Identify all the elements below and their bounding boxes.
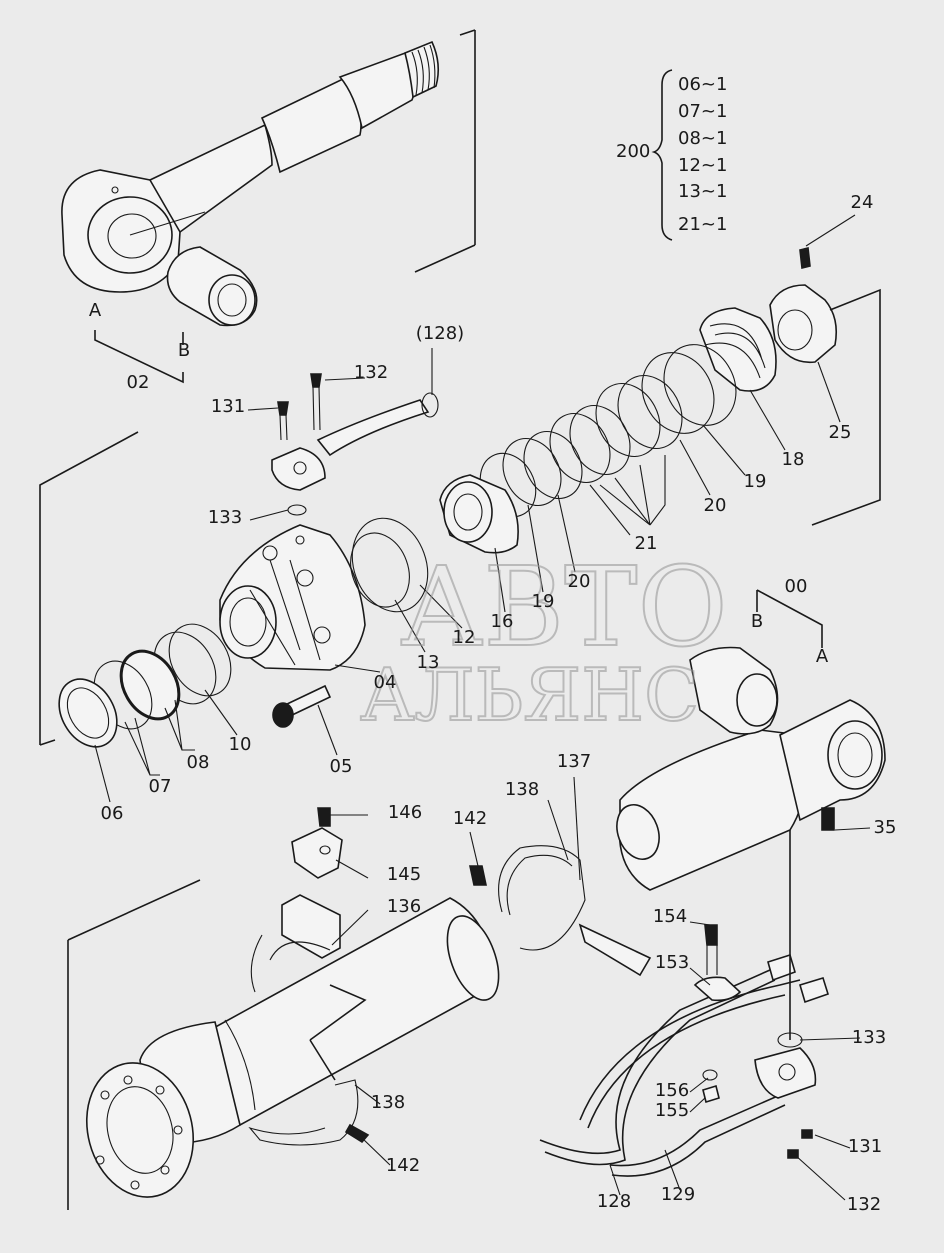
part-label-12: 12 [453,627,476,648]
part-label-35: 35 [874,817,897,838]
part-label-142: 142 [453,808,487,829]
kit-item: 08~1 [678,128,727,149]
snap-ring-set [350,517,429,613]
kit-list: 200 06~1 07~1 08~1 12~1 13~1 21~1 [616,74,727,235]
part-label-16: 16 [491,611,514,632]
part-label-13: 13 [417,652,440,673]
cushion-bushing [439,474,519,554]
leader-lines [94,214,871,1201]
part-label-20: 20 [704,495,727,516]
kit-bracket [651,69,673,241]
hydraulic-hoses [539,924,829,1177]
kit-item: 21~1 [678,214,727,235]
part-label-A: A [816,646,829,667]
part-label-B: B [178,340,190,361]
hose-clamp-band [469,845,652,977]
part-label-10: 10 [229,734,252,755]
piston-nut [769,247,838,364]
part-label-00: 00 [785,576,808,597]
watermark: АВТО АЛЬЯНС [359,542,729,738]
part-label-138: 138 [505,779,539,800]
part-label-08: 08 [187,752,210,773]
watermark-line-1: АВТО [400,543,728,671]
kit-item: 12~1 [678,155,727,176]
part-label-19: 19 [532,591,555,612]
part-label-04: 04 [374,672,397,693]
part-label-129: 129 [661,1184,695,1205]
head-bolt [272,684,332,728]
rod-bushing [166,246,258,327]
part-label-24: 24 [851,192,874,213]
part-label-154: 154 [653,906,687,927]
cylinder-tube [85,897,500,1198]
part-label-142: 142 [386,1155,420,1176]
part-label-18: 18 [782,449,805,470]
kit-number: 200 [616,141,650,162]
part-label-128: 128 [597,1191,631,1212]
part-label-132: 132 [354,362,388,383]
watermark-line-2: АЛЬЯНС [360,653,699,737]
piston [699,307,777,392]
part-label-A: A [89,300,102,321]
part-label-06: 06 [101,803,124,824]
part-label-07: 07 [149,776,172,797]
part-label-B: B [751,611,763,632]
part-label-156: 156 [655,1080,689,1101]
kit-item: 07~1 [678,101,727,122]
kit-item: 13~1 [678,181,727,202]
part-label-153: 153 [655,952,689,973]
cylinder-bottom [616,646,886,891]
part-label-19: 19 [744,471,767,492]
head-seals [58,623,232,748]
part-label-05: 05 [330,756,353,777]
part-label-131: 131 [848,1136,882,1157]
cylinder-head [219,524,366,671]
kit-item: 06~1 [678,74,727,95]
part-label-21: 21 [635,533,658,554]
part-label-145: 145 [387,864,421,885]
pipe-flange-upper [271,373,439,516]
part-labels: 242518192021201916121304051008070602AB(1… [89,192,897,1215]
part-label-155: 155 [655,1100,689,1121]
part-label-25: 25 [829,422,852,443]
part-label-146: 146 [388,802,422,823]
rod-thread [404,40,440,99]
part-label-128: (128) [416,323,464,344]
part-label-20: 20 [568,571,591,592]
part-label-138: 138 [371,1092,405,1113]
part-label-137: 137 [557,751,591,772]
part-label-132: 132 [847,1194,881,1215]
part-label-131: 131 [211,396,245,417]
tube-clamp-upper [250,807,343,993]
part-label-133: 133 [852,1027,886,1048]
piston-rod [61,29,476,384]
part-label-133: 133 [208,507,242,528]
part-label-02: 02 [127,372,150,393]
part-label-136: 136 [387,896,421,917]
